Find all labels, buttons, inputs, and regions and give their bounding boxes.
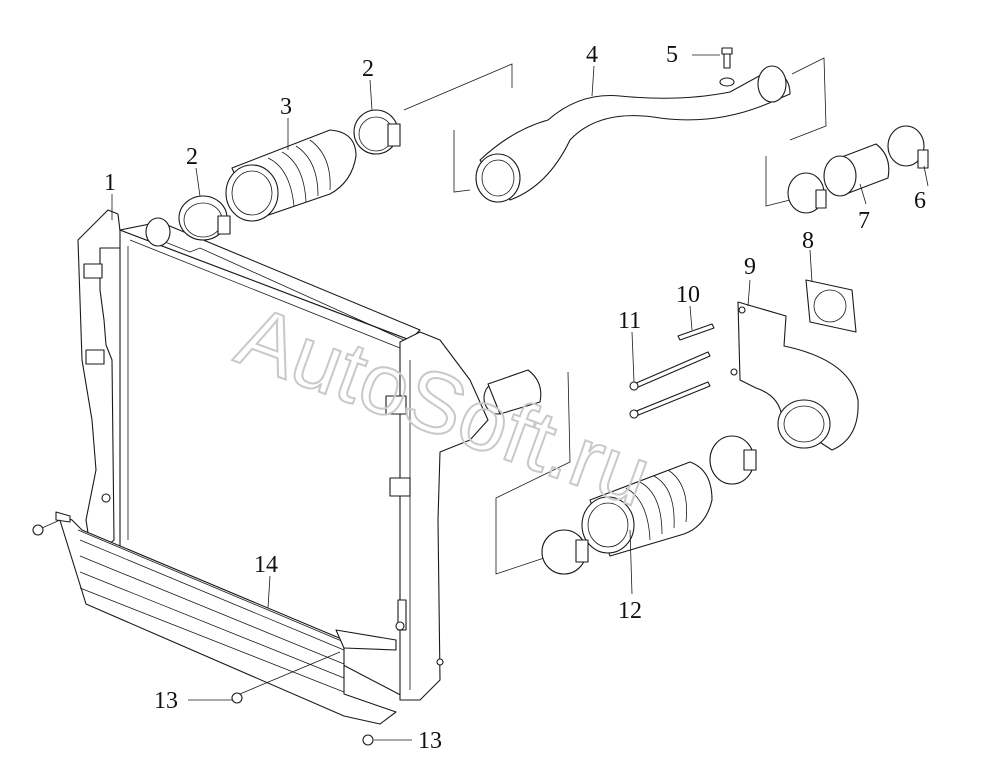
long-bolts [629,323,715,419]
lower-shroud [55,511,397,725]
callout-8: 8 [802,228,814,254]
bellows-hose-lower [541,435,757,575]
bolt [692,47,733,69]
parts [32,47,929,746]
callout-7: 7 [858,208,870,234]
callout-10: 10 [676,282,700,308]
leader-lines [41,65,929,741]
callout-4: 4 [586,42,598,68]
callout-14: 14 [254,552,278,578]
hose-clamp [178,195,231,241]
callout-2-left: 2 [186,144,198,170]
gasket [805,279,857,333]
fastener-bolts [32,524,374,746]
callout-labels: 1 2 2 3 4 5 6 7 8 9 10 11 12 13 13 14 [104,42,926,754]
callout-1: 1 [104,170,116,196]
bellows-hose-upper [225,129,357,222]
callout-6: 6 [914,188,926,214]
callout-2-top: 2 [362,56,374,82]
sleeve-with-clamps [765,125,929,214]
callout-12: 12 [618,598,642,624]
callout-3: 3 [280,94,292,120]
callout-5: 5 [666,42,678,68]
callout-9: 9 [744,254,756,280]
elbow-pipe [730,301,859,451]
charge-pipe [453,57,827,203]
callout-13-left: 13 [154,688,178,714]
callout-11: 11 [618,308,641,334]
hose-clamp [353,109,401,155]
callout-13-bottom: 13 [418,728,442,754]
